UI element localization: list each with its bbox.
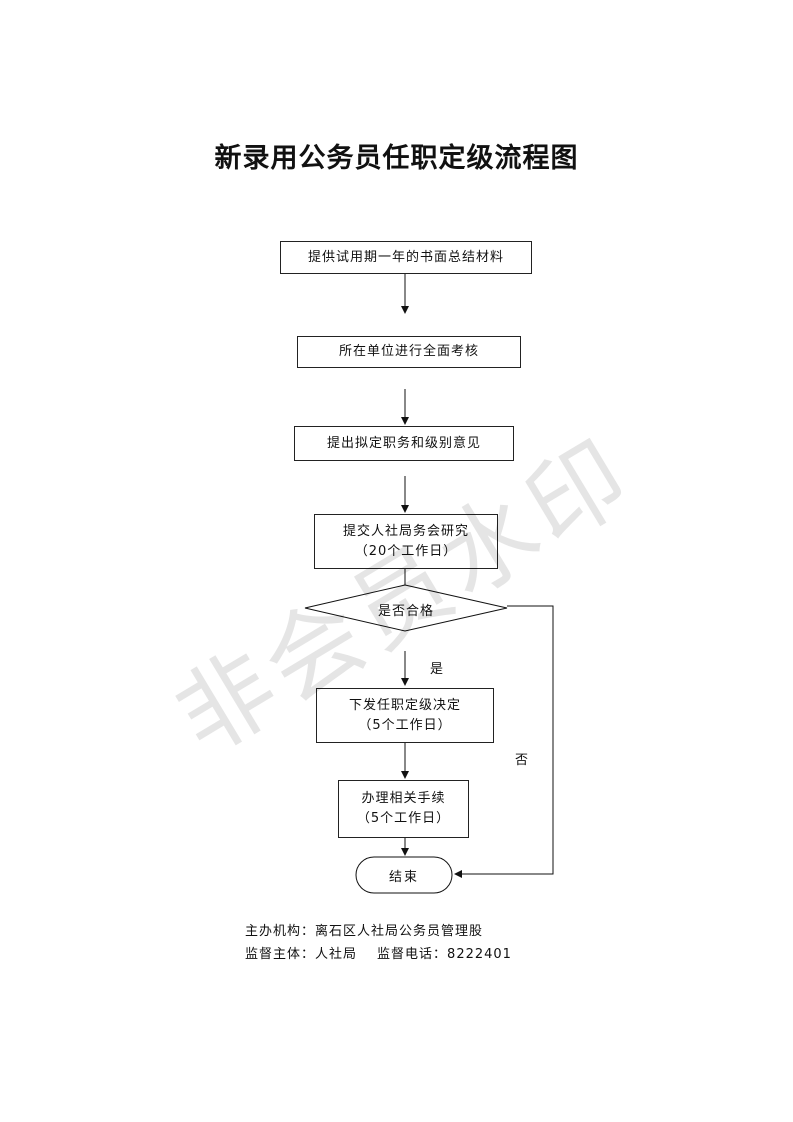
step-1-text: 提供试用期一年的书面总结材料: [307, 249, 504, 265]
page-title: 新录用公务员任职定级流程图: [214, 143, 579, 174]
step-4-line-2: （20个工作日）: [354, 543, 458, 559]
step-box-6: 办理相关手续 （5个工作日）: [338, 780, 469, 838]
yes-label: 是: [430, 662, 444, 677]
footer-organizer: 主办机构：离石区人社局公务员管理股: [245, 920, 483, 939]
end-label: 结束: [388, 869, 419, 885]
step-5-line-2: （5个工作日）: [358, 717, 452, 733]
arrow-no: [454, 605, 554, 878]
step-6-line-1: 办理相关手续: [361, 791, 446, 806]
step-4-line-1: 提交人社局务会研究: [342, 523, 469, 539]
footer-supervisor: 监督主体：人社局 监督电话：8222401: [245, 943, 512, 962]
step-box-1: 提供试用期一年的书面总结材料: [280, 241, 532, 274]
step-box-2: 所在单位进行全面考核: [297, 336, 521, 368]
no-label: 否: [515, 753, 529, 768]
step-3-text: 提出拟定职务和级别意见: [326, 435, 481, 451]
phone-label: 监督电话：: [377, 947, 448, 962]
step-5-line-1: 下发任职定级决定: [348, 697, 461, 713]
end-terminator: [355, 856, 453, 894]
step-box-4: 提交人社局务会研究 （20个工作日）: [314, 514, 498, 569]
phone-value: 8222401: [447, 947, 512, 962]
organizer-value: 离石区人社局公务员管理股: [315, 924, 484, 939]
step-2-text: 所在单位进行全面考核: [338, 344, 479, 359]
supervisor-value: 人社局: [315, 947, 358, 962]
supervisor-label: 监督主体：: [245, 947, 316, 962]
step-box-3: 提出拟定职务和级别意见: [294, 426, 514, 461]
decision-diamond: [304, 584, 508, 632]
step-box-5: 下发任职定级决定 （5个工作日）: [316, 688, 494, 743]
step-6-line-2: （5个工作日）: [356, 811, 451, 826]
organizer-label: 主办机构：: [245, 924, 316, 939]
decision-label: 是否合格: [377, 603, 434, 619]
